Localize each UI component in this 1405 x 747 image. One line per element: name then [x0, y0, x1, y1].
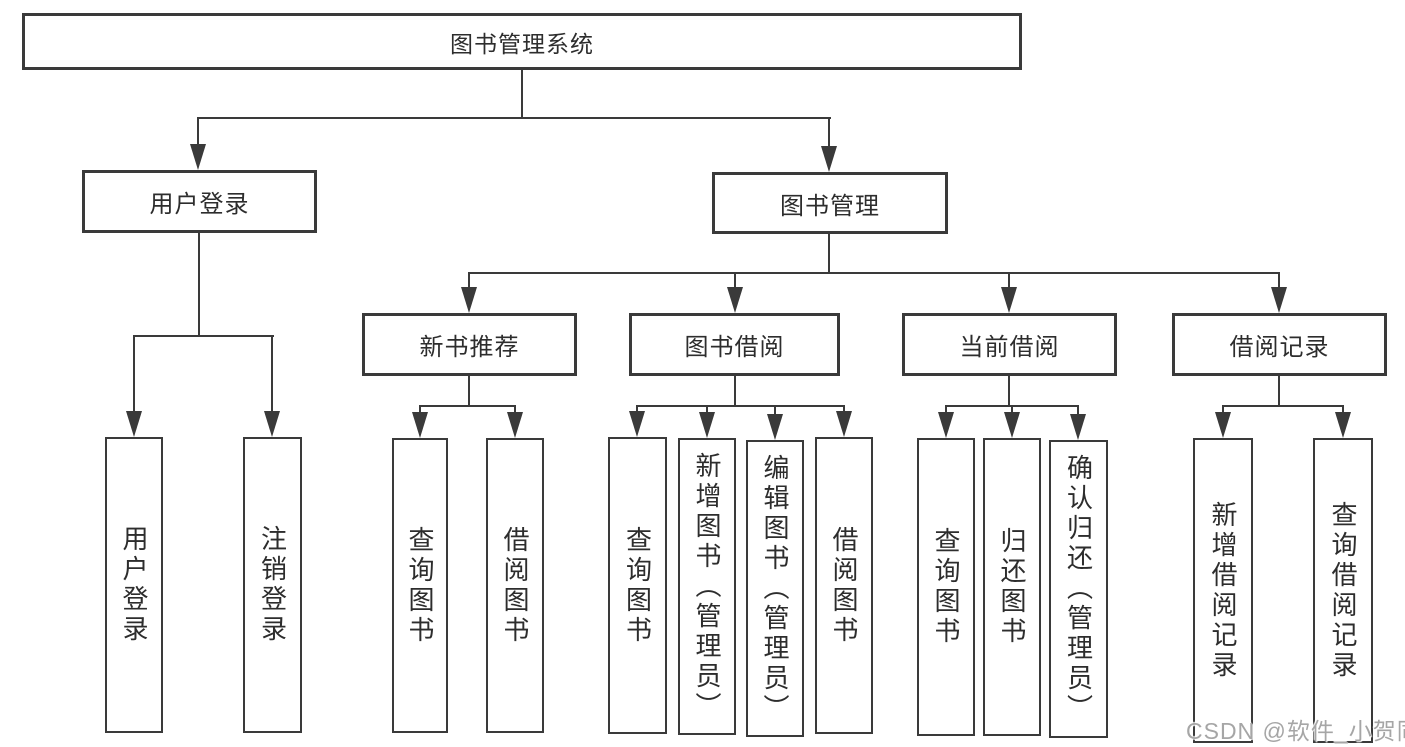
connector-drop-leaf-user-login — [133, 336, 135, 413]
connector-book-borrow-trunk — [734, 376, 736, 406]
arrowhead-book-management — [821, 146, 837, 172]
arrowhead-c1 — [629, 411, 645, 437]
connector-drop-book-management — [828, 118, 830, 148]
connector-borrow-records-rail — [1222, 405, 1344, 407]
leaf-add-borrow-record-label: 新增借阅记录 — [1208, 500, 1238, 681]
connector-drop-d3 — [1077, 406, 1079, 414]
connector-new-book-recommend-trunk — [468, 376, 470, 406]
node-library-management-system: 图书管理系统 — [22, 13, 1022, 70]
node-borrow-records: 借阅记录 — [1172, 313, 1387, 376]
arrowhead-d3 — [1070, 414, 1086, 440]
leaf-add-book-admin-label: 新增图书（管理员） — [692, 451, 722, 722]
connector-drop-b2 — [514, 406, 516, 414]
leaf-return-book: 归还图书 — [983, 438, 1041, 736]
connector-new-book-recommend-rail — [419, 405, 516, 407]
node-current-borrow: 当前借阅 — [902, 313, 1117, 376]
leaf-user-login: 用户登录 — [105, 437, 163, 733]
leaf-confirm-return-admin-label: 确认归还（管理员） — [1063, 454, 1094, 724]
connector-drop-borrow-records — [1278, 273, 1280, 289]
connector-drop-new-book-recommend — [468, 273, 470, 289]
leaf-borrow-books: 借阅图书 — [815, 437, 873, 734]
node-new-book-recommend: 新书推荐 — [362, 313, 577, 376]
leaf-add-borrow-record: 新增借阅记录 — [1193, 438, 1253, 743]
connector-user-login-rail — [133, 335, 274, 337]
connector-drop-c3 — [774, 406, 776, 414]
leaf-borrow-books-label: 借阅图书 — [829, 525, 859, 646]
leaf-edit-book-admin: 编辑图书（管理员） — [746, 440, 804, 737]
node-book-borrow: 图书借阅 — [629, 313, 840, 376]
connector-root-trunk — [521, 70, 523, 118]
leaf-query-books-borrow: 查询图书 — [608, 437, 667, 734]
arrowhead-borrow-records — [1271, 287, 1287, 313]
connector-borrow-records-trunk — [1278, 376, 1280, 406]
arrowhead-user-login — [190, 144, 206, 170]
connector-drop-e1 — [1222, 406, 1224, 414]
leaf-query-books-recommend-label: 查询图书 — [405, 525, 435, 646]
leaf-query-books-current: 查询图书 — [917, 438, 975, 736]
node-user-login: 用户登录 — [82, 170, 317, 233]
connector-drop-e2 — [1342, 406, 1344, 414]
node-book-management: 图书管理 — [712, 172, 948, 234]
leaf-borrow-books-recommend-label: 借阅图书 — [500, 525, 530, 646]
connector-drop-d1 — [945, 406, 947, 414]
arrowhead-book-borrow — [727, 287, 743, 313]
connector-user-login-trunk — [198, 233, 200, 336]
leaf-user-login-label: 用户登录 — [119, 525, 149, 645]
leaf-logout-label: 注销登录 — [257, 525, 288, 645]
leaf-add-book-admin: 新增图书（管理员） — [678, 438, 736, 735]
connector-drop-leaf-logout — [271, 336, 273, 413]
connector-drop-b1 — [419, 406, 421, 414]
connector-drop-c2 — [706, 406, 708, 414]
leaf-query-books-current-label: 查询图书 — [931, 527, 961, 647]
leaf-query-borrow-record-label: 查询借阅记录 — [1328, 500, 1358, 681]
leaf-query-borrow-record: 查询借阅记录 — [1313, 438, 1373, 743]
connector-drop-d2 — [1011, 406, 1013, 414]
arrowhead-e1 — [1215, 412, 1231, 438]
arrowhead-leaf-user-login — [126, 411, 142, 437]
csdn-watermark: CSDN @软件_小贺同学 — [1186, 718, 1405, 744]
leaf-return-book-label: 归还图书 — [997, 527, 1027, 647]
arrowhead-leaf-logout — [264, 411, 280, 437]
arrowhead-b2 — [507, 412, 523, 438]
arrowhead-d1 — [938, 412, 954, 438]
connector-book-borrow-rail — [636, 405, 845, 407]
connector-drop-current-borrow — [1008, 273, 1010, 289]
arrowhead-e2 — [1335, 412, 1351, 438]
leaf-query-books-borrow-label: 查询图书 — [622, 525, 653, 646]
connector-level2-rail — [197, 117, 831, 119]
connector-drop-user-login — [197, 118, 199, 146]
arrowhead-current-borrow — [1001, 287, 1017, 313]
leaf-confirm-return-admin: 确认归还（管理员） — [1049, 440, 1108, 738]
connector-current-borrow-trunk — [1008, 376, 1010, 406]
leaf-edit-book-admin-label: 编辑图书（管理员） — [760, 453, 790, 724]
leaf-borrow-books-recommend: 借阅图书 — [486, 438, 544, 733]
arrowhead-c4 — [836, 411, 852, 437]
connector-book-management-trunk — [828, 234, 830, 273]
arrowhead-d2 — [1004, 412, 1020, 438]
connector-drop-c4 — [843, 406, 845, 414]
arrowhead-b1 — [412, 412, 428, 438]
arrowhead-c3 — [767, 414, 783, 440]
arrowhead-c2 — [699, 412, 715, 438]
leaf-query-books-recommend: 查询图书 — [392, 438, 448, 733]
connector-drop-book-borrow — [734, 273, 736, 289]
arrowhead-new-book-recommend — [461, 287, 477, 313]
connector-drop-c1 — [636, 406, 638, 414]
connector-level3-rail — [468, 272, 1280, 274]
leaf-logout: 注销登录 — [243, 437, 302, 733]
